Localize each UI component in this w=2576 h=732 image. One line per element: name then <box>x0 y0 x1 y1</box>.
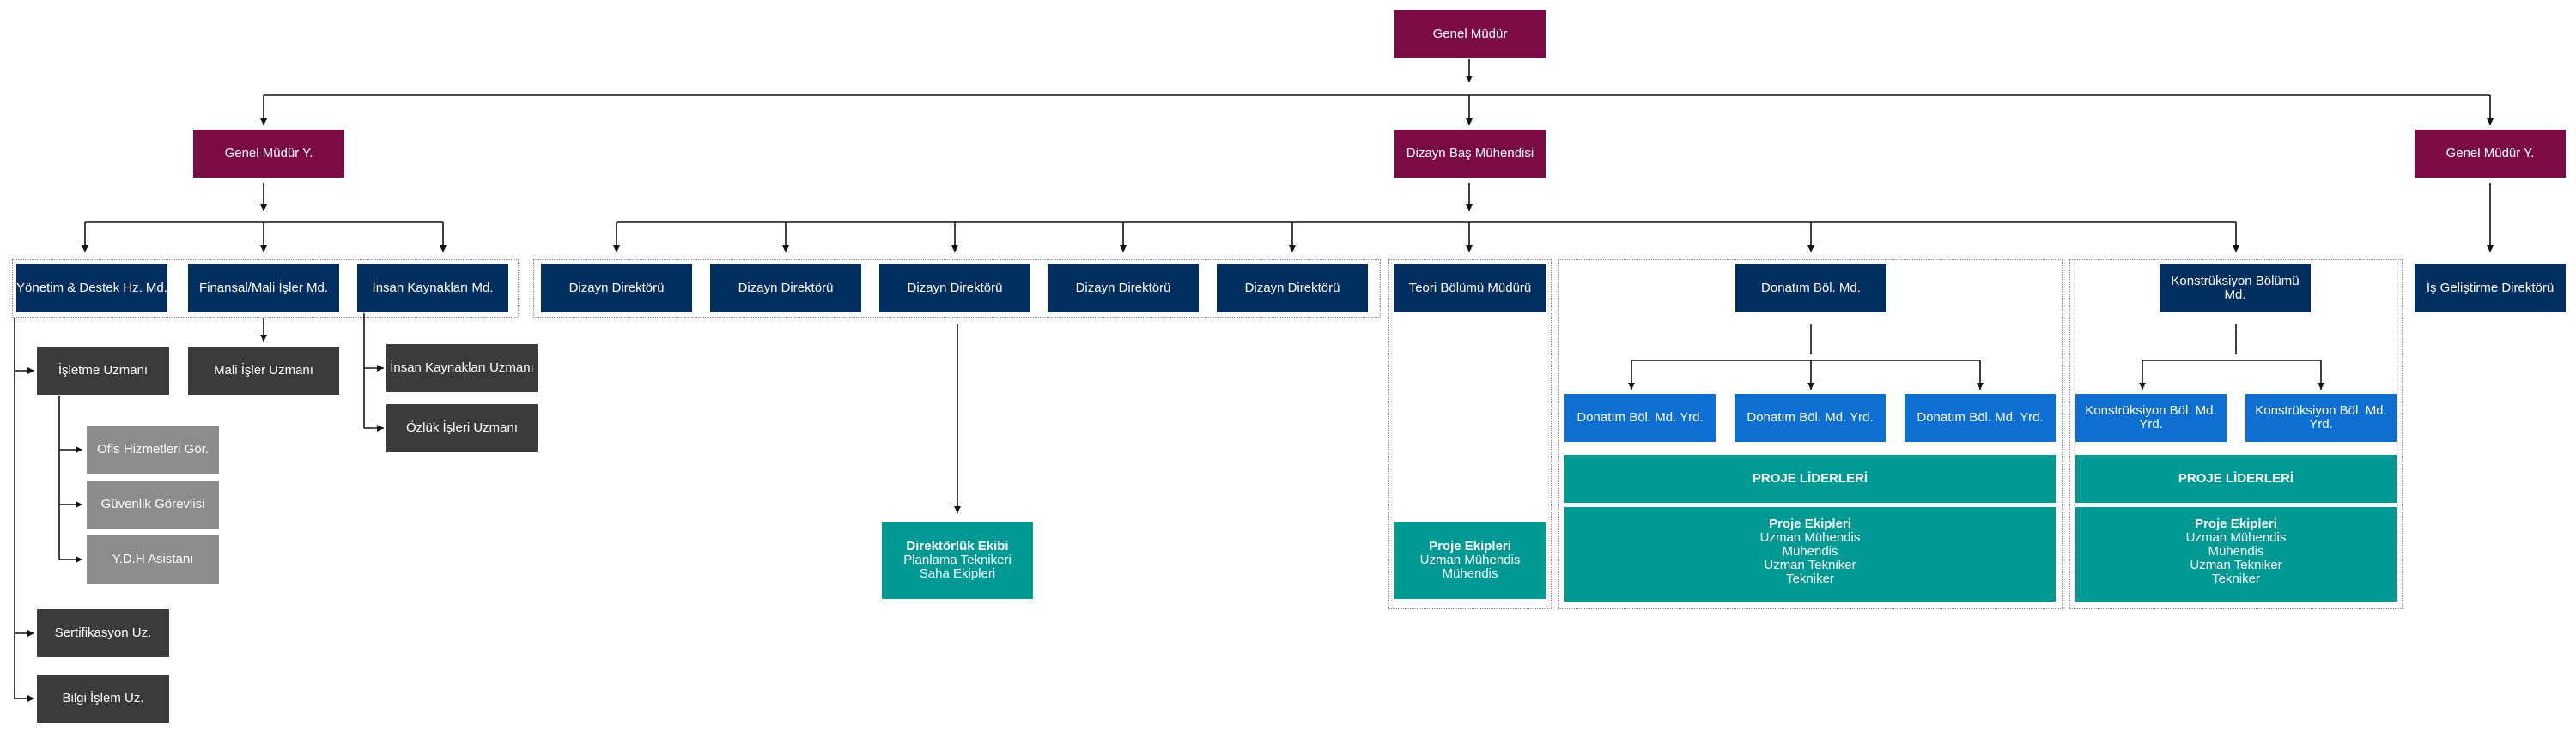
theory-head-box: Teori Bölümü Müdürü <box>1394 264 1546 312</box>
theory-team-box: Proje Ekipleri Uzman Mühendis Mühendis <box>1394 522 1546 599</box>
design-director-box: Dizayn Direktörü <box>541 264 692 312</box>
design-director-box: Dizayn Direktörü <box>1048 264 1199 312</box>
design-directors-group <box>533 259 1381 318</box>
certification-specialist-box: Sertifikasyon Uz. <box>37 609 169 657</box>
office-services-box: Ofis Hizmetleri Gör. <box>87 426 219 474</box>
personnel-specialist-box: Özlük İşleri Uzmanı <box>386 404 538 452</box>
finance-manager-box: Finansal/Mali İşler Md. <box>188 264 339 312</box>
theory-team-line: Mühendis <box>1442 566 1498 581</box>
hr-specialist-box: İnsan Kaynakları Uzmanı <box>386 344 538 392</box>
directorate-team-box: Direktörlük Ekibi Planlama Teknikeri Sah… <box>882 522 1033 599</box>
business-development-box: İş Geliştirme Direktörü <box>2415 264 2566 312</box>
operations-specialist-box: İşletme Uzmanı <box>37 347 169 395</box>
theory-group <box>1388 259 1552 609</box>
outfitting-deputy-box: Donatım Böl. Md. Yrd. <box>1905 394 2056 442</box>
construction-team-line: Tekniker <box>2212 572 2260 586</box>
construction-team-line: Mühendis <box>2208 544 2264 559</box>
construction-head-box: Konstrüksiyon Bölümü Md. <box>2160 264 2311 312</box>
construction-team-title: Proje Ekipleri <box>2195 517 2277 531</box>
construction-project-leaders-box: PROJE LİDERLERİ <box>2075 455 2397 503</box>
directorate-team-line: Planlama Teknikeri <box>903 553 1012 567</box>
outfitting-team-title: Proje Ekipleri <box>1769 517 1851 531</box>
construction-team-line: Uzman Tekniker <box>2190 558 2282 572</box>
outfitting-team-box: Proje Ekipleri Uzman Mühendis Mühendis U… <box>1564 507 2056 602</box>
outfitting-project-leaders-box: PROJE LİDERLERİ <box>1564 455 2056 503</box>
theory-team-title: Proje Ekipleri <box>1429 539 1511 554</box>
right-deputy-gm-box: Genel Müdür Y. <box>2415 130 2566 178</box>
directorate-team-title: Direktörlük Ekibi <box>906 539 1009 554</box>
security-officer-box: Güvenlik Görevlisi <box>87 481 219 529</box>
outfitting-head-box: Donatım Böl. Md. <box>1735 264 1886 312</box>
finance-specialist-box: Mali İşler Uzmanı <box>188 347 339 395</box>
construction-group <box>2069 259 2403 609</box>
ydh-assistant-box: Y.D.H Asistanı <box>87 535 219 584</box>
management-support-box: Yönetim & Destek Hz. Md. <box>16 264 167 312</box>
design-director-box: Dizayn Direktörü <box>710 264 861 312</box>
hr-manager-box: İnsan Kaynakları Md. <box>357 264 508 312</box>
construction-deputy-box: Konstrüksiyon Böl. Md. Yrd. <box>2245 394 2397 442</box>
outfitting-deputy-box: Donatım Böl. Md. Yrd. <box>1735 394 1886 442</box>
construction-deputy-box: Konstrüksiyon Böl. Md. Yrd. <box>2075 394 2227 442</box>
outfitting-team-line: Uzman Tekniker <box>1764 558 1856 572</box>
admin-group <box>12 259 519 318</box>
design-director-box: Dizayn Direktörü <box>879 264 1030 312</box>
it-specialist-box: Bilgi İşlem Uz. <box>37 675 169 723</box>
outfitting-team-line: Uzman Mühendis <box>1759 530 1861 545</box>
outfitting-group <box>1558 259 2063 609</box>
design-director-box: Dizayn Direktörü <box>1217 264 1368 312</box>
left-deputy-gm-box: Genel Müdür Y. <box>193 130 344 178</box>
outfitting-deputy-box: Donatım Böl. Md. Yrd. <box>1564 394 1716 442</box>
construction-team-box: Proje Ekipleri Uzman Mühendis Mühendis U… <box>2075 507 2397 602</box>
construction-team-line: Uzman Mühendis <box>2185 530 2287 545</box>
general-manager-box: Genel Müdür <box>1394 10 1546 58</box>
outfitting-team-line: Tekniker <box>1786 572 1834 586</box>
outfitting-team-line: Mühendis <box>1782 544 1838 559</box>
directorate-team-line: Saha Ekipleri <box>919 566 996 581</box>
design-chief-engineer-box: Dizayn Baş Mühendisi <box>1394 130 1546 178</box>
theory-team-line: Uzman Mühendis <box>1419 553 1521 567</box>
